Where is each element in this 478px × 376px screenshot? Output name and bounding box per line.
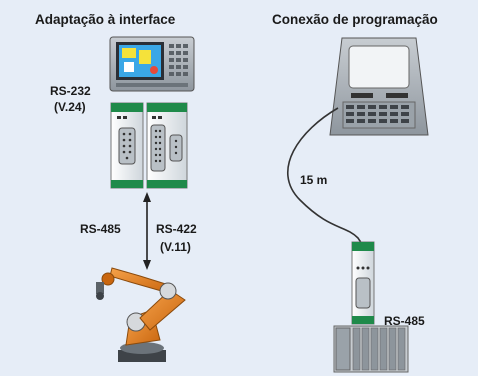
cable-length-label: 15 m <box>300 173 328 187</box>
interface-module-icon <box>110 102 188 189</box>
v24-label: (V.24) <box>54 100 86 114</box>
rs485-left-label: RS-485 <box>80 222 121 236</box>
programming-console-icon <box>329 37 429 136</box>
plc-icon <box>333 325 409 373</box>
connection-arrow <box>143 192 151 270</box>
v11-label: (V.11) <box>160 240 191 254</box>
robot-arm-icon <box>96 267 186 362</box>
interface-module-icon <box>351 241 375 325</box>
industrial-terminal-icon <box>109 36 195 92</box>
rs485-right-label: RS-485 <box>384 314 425 328</box>
right-heading: Conexão de programação <box>272 12 438 27</box>
rs232-label: RS-232 <box>50 84 91 98</box>
programming-cable <box>287 107 363 245</box>
left-heading: Adaptação à interface <box>35 12 176 27</box>
rs422-label: RS-422 <box>156 222 197 236</box>
